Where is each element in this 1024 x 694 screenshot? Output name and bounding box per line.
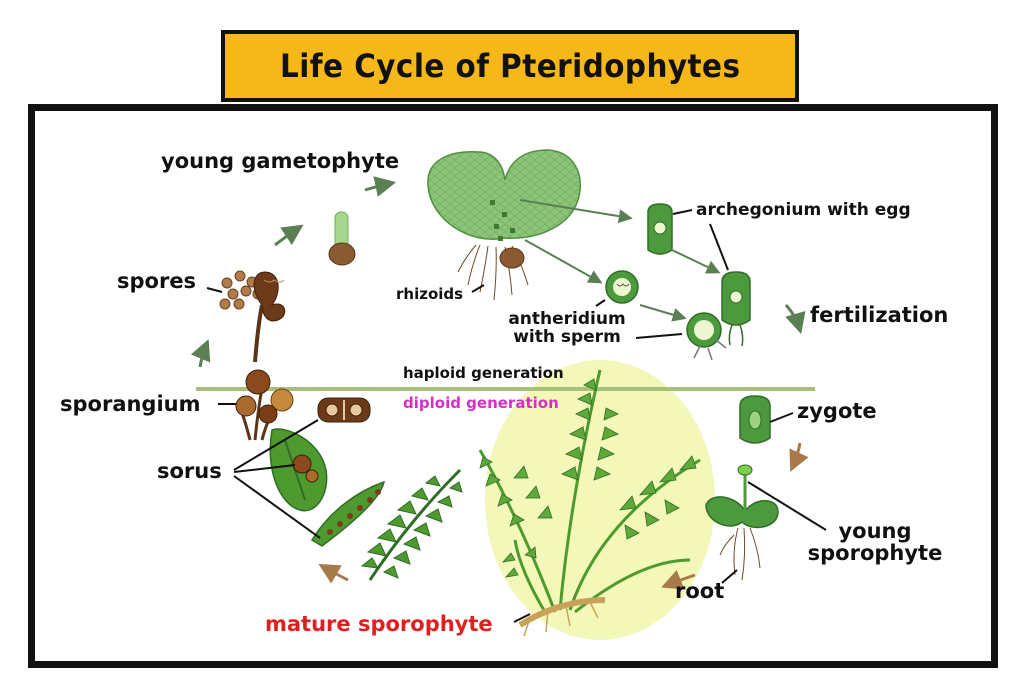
- spores-pointer: [206, 287, 223, 293]
- cycle-arrows: [190, 176, 809, 590]
- sporangium-open: [253, 271, 286, 363]
- fern-roots: [523, 601, 599, 637]
- gametophyte-pointers: [519, 199, 633, 284]
- young-sporophyte-pointer: [747, 481, 827, 531]
- antheridium-open: [686, 312, 727, 361]
- label-root: root: [675, 579, 725, 603]
- label-sporangium: sporangium: [60, 392, 201, 416]
- sperm-pointer: [635, 333, 683, 339]
- label-young-sporophyte-line1: young: [838, 519, 912, 543]
- label-young-sporophyte-line2: sporophyte: [807, 541, 943, 566]
- label-rhizoids: rhizoids: [396, 285, 464, 303]
- label-young-gametophyte: young gametophyte: [161, 149, 400, 173]
- gametophyte-prothallus: [427, 149, 581, 301]
- antheridium: [605, 270, 639, 304]
- sorus-section: [317, 397, 371, 423]
- label-young-sporophyte: young sporophyte: [800, 520, 950, 564]
- label-antheridium-line2: with sperm: [513, 326, 621, 347]
- sporangium-cluster: [235, 369, 294, 441]
- mature-fern-leaflets: [479, 378, 697, 578]
- sorus-pointers: [233, 419, 321, 539]
- rhizoids-pointer: [471, 284, 485, 293]
- pinna-with-sorus: [269, 428, 328, 512]
- mature-sporophyte-pointer: [513, 613, 531, 623]
- label-mature-sporophyte: mature sporophyte: [265, 612, 493, 636]
- root-pointer: [721, 569, 738, 584]
- mature-fern: [478, 369, 701, 614]
- label-spores: spores: [117, 269, 197, 293]
- diagram-frame: [28, 104, 998, 668]
- diagram-title: Life Cycle of Pteridophytes: [279, 47, 741, 85]
- label-haploid-generation: haploid generation: [403, 364, 564, 382]
- mature-sporophyte-highlight: [485, 360, 715, 640]
- title-box: Life Cycle of Pteridophytes: [221, 30, 799, 102]
- antheridium-pointer: [595, 299, 606, 307]
- label-antheridium: antheridium with sperm: [502, 309, 632, 347]
- archegonium: [647, 203, 673, 255]
- label-antheridium-line1: antheridium: [508, 309, 626, 329]
- zygote-cell: [739, 395, 771, 444]
- zygote-pointer: [769, 412, 794, 423]
- archegonium-pointer: [672, 209, 693, 215]
- detached-frond: [360, 468, 463, 581]
- arrows-to-fertilization: [639, 223, 729, 322]
- archegonium-fertilized: [721, 271, 751, 347]
- label-sorus: sorus: [157, 459, 222, 483]
- label-fertilization: fertilization: [810, 303, 949, 327]
- label-archegonium: archegonium with egg: [696, 200, 911, 220]
- young-sporophyte-plant: [705, 464, 779, 581]
- germinating-spore: [328, 211, 356, 266]
- label-zygote: zygote: [797, 399, 877, 423]
- fertile-pinna: [310, 480, 386, 547]
- label-diploid-generation: diploid generation: [403, 394, 559, 412]
- rhizome: [518, 597, 606, 628]
